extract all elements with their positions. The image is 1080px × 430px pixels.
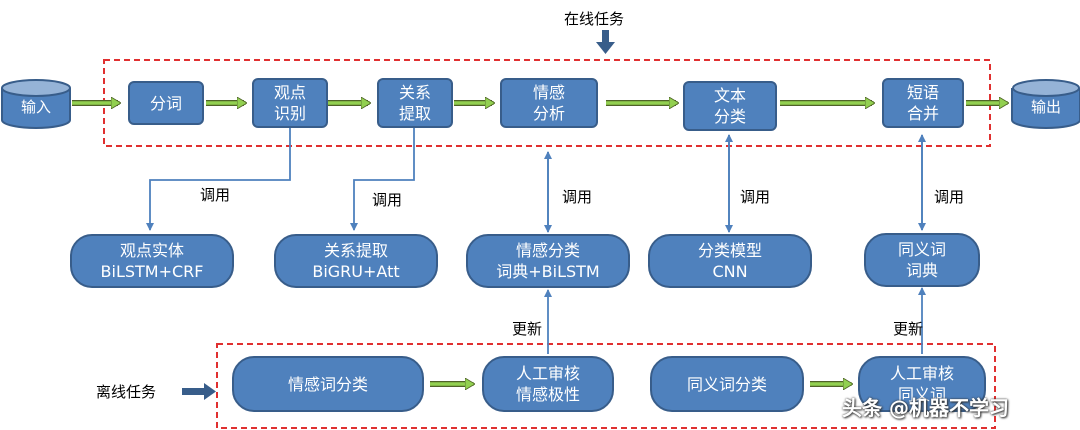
segment-box: 分词 xyxy=(128,81,204,125)
relation-extraction-model: 关系提取 BiGRU+Att xyxy=(274,234,438,288)
sentiment-word-classification-box: 情感词分类 xyxy=(232,356,424,412)
update-label-2: 更新 xyxy=(893,320,924,338)
synonym-dictionary: 同义词 词典 xyxy=(864,233,980,287)
call-label-5: 调用 xyxy=(934,188,965,206)
manual-review-synonym-box: 人工审核 同义词 xyxy=(858,356,986,412)
call-label-2: 调用 xyxy=(372,191,403,209)
text-classification-box: 文本 分类 xyxy=(683,81,777,131)
online-task-label: 在线任务 xyxy=(564,10,625,28)
watermark: 头条 @机器不学习 xyxy=(842,396,1009,420)
call-label-3: 调用 xyxy=(562,188,593,206)
offline-task-label: 离线任务 xyxy=(96,383,157,401)
output-label: 输出 xyxy=(1030,98,1061,116)
opinion-recognition-box: 观点 识别 xyxy=(252,78,328,128)
phrase-merge-box: 短语 合并 xyxy=(882,78,964,128)
call-label-4: 调用 xyxy=(740,188,771,206)
offline-task-region xyxy=(216,343,996,429)
online-task-arrow xyxy=(596,42,615,54)
relation-extraction-box: 关系 提取 xyxy=(377,78,453,128)
call-label-1: 调用 xyxy=(200,186,231,204)
classification-model: 分类模型 CNN xyxy=(648,234,812,288)
sentiment-analysis-box: 情感 分析 xyxy=(500,78,598,128)
output-cylinder xyxy=(1011,79,1080,129)
sentiment-classification-model: 情感分类 词典+BiLSTM xyxy=(466,234,630,288)
input-label: 输入 xyxy=(20,98,51,116)
offline-task-arrow xyxy=(204,383,216,400)
update-label-1: 更新 xyxy=(512,320,543,338)
synonym-classification-box: 同义词分类 xyxy=(650,356,804,412)
manual-review-polarity-box: 人工审核 情感极性 xyxy=(482,356,614,412)
call-connectors xyxy=(146,128,926,354)
input-cylinder xyxy=(1,79,71,129)
opinion-entity-model: 观点实体 BiLSTM+CRF xyxy=(70,234,234,288)
